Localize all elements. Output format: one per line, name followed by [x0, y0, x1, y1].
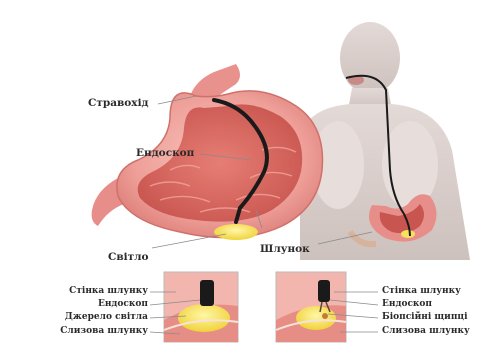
inset-left-label-light-source: Джерело світла [65, 313, 148, 322]
stomach-illustration [92, 64, 323, 240]
inset-right-label-mucosa: Слизова шлунку [382, 327, 470, 336]
inset-light-source [150, 272, 238, 342]
label-esophagus: Стравохід [88, 98, 149, 109]
label-stomach: Шлунок [260, 244, 310, 255]
inset-right-label-forceps: Біопсійні щипці [382, 313, 467, 322]
inset-left-label-wall: Стінка шлунку [69, 287, 148, 296]
label-endoscope: Ендоскоп [136, 148, 194, 159]
inset-left-label-mucosa: Слизова шлунку [60, 327, 148, 336]
inset-right-label-wall: Стінка шлунку [382, 287, 461, 296]
body-silhouette [300, 22, 470, 260]
inset-biopsy-forceps [276, 272, 378, 342]
label-light: Світло [108, 252, 149, 263]
inset-right-label-endoscope: Ендоскоп [382, 300, 432, 309]
inset-left-label-endoscope: Ендоскоп [98, 300, 148, 309]
